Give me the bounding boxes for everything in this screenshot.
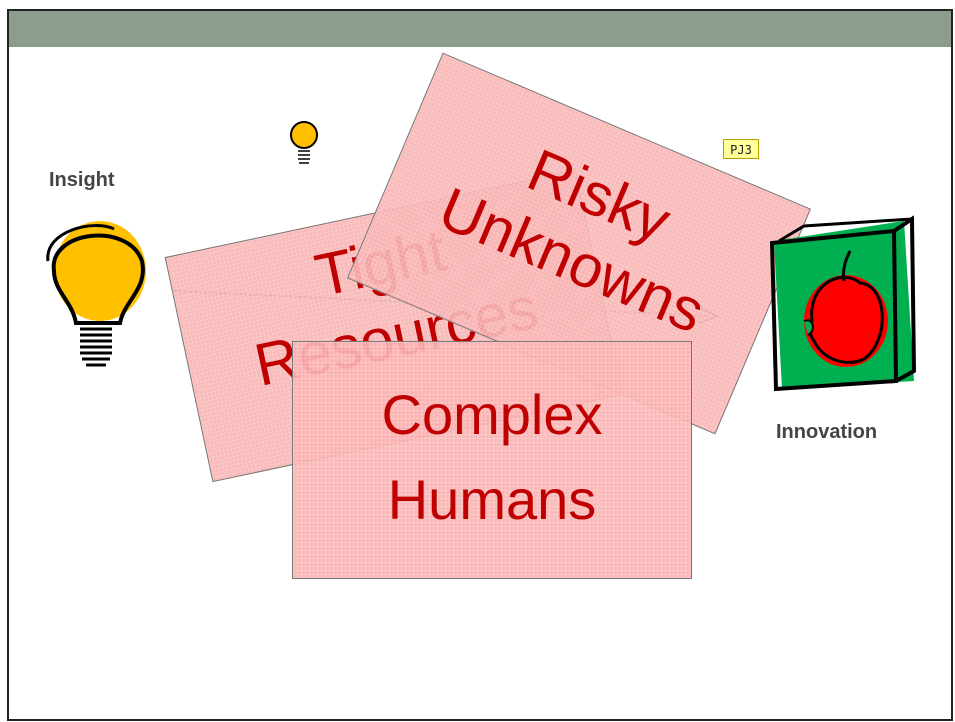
innovation-label: Innovation: [776, 421, 878, 443]
complex-humans-card: Complex Humans: [292, 341, 692, 579]
lightbulb-icon: [46, 221, 146, 367]
small-lightbulb-icon: [290, 121, 318, 164]
apple-on-book-icon: [769, 215, 917, 392]
header-bar: [9, 11, 951, 47]
slide: Insight Tight Resources: [7, 9, 953, 721]
comment-marker[interactable]: PJ3: [723, 139, 759, 159]
complex-text: Complex: [381, 383, 603, 446]
insight-label: Insight: [49, 169, 115, 191]
humans-text: Humans: [387, 468, 597, 531]
